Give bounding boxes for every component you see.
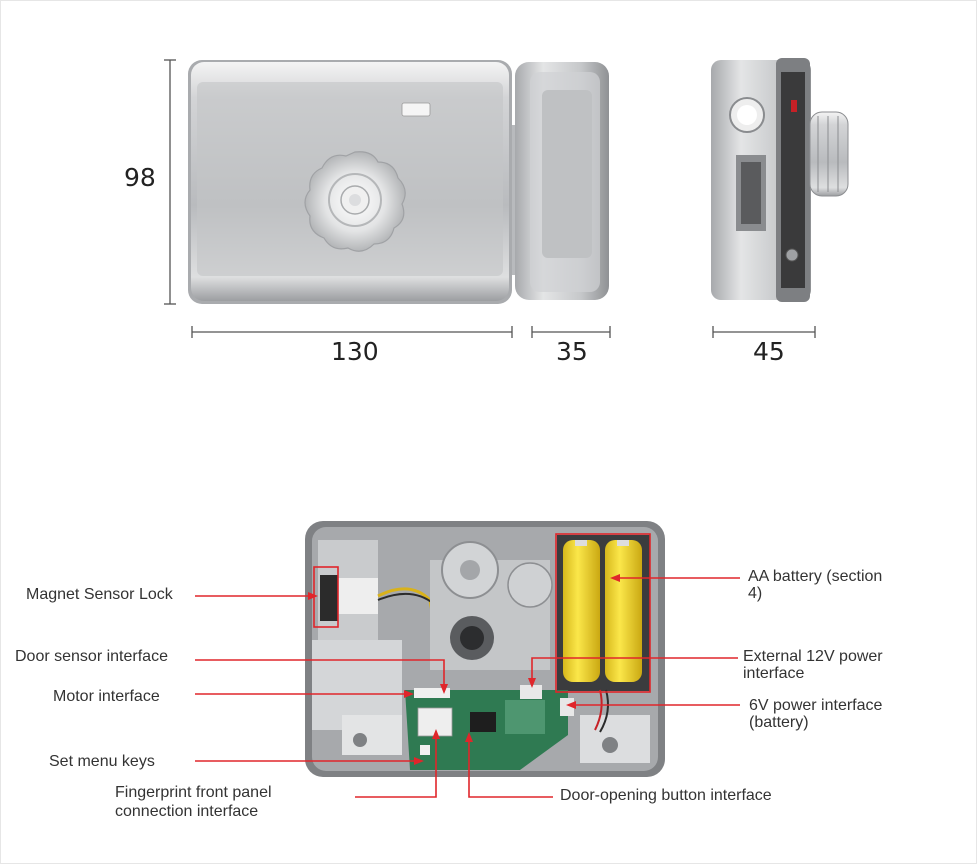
lock-front-view [188,60,512,304]
front-width-dimension-label: 130 [331,337,379,366]
power-6v-label-line2: (battery) [749,714,809,731]
fingerprint-panel-label: Fingerprint front panel connection inter… [115,784,272,820]
set-menu-keys-label: Set menu keys [49,753,155,770]
door-sensor-interface-label: Door sensor interface [15,648,168,665]
knob-icon [304,151,406,252]
external-power-label: External 12V power interface [743,648,883,682]
power-6v-label: 6V power interface (battery) [749,697,882,731]
lock-body-view [512,62,609,300]
height-dimension-label: 98 [124,163,156,192]
body-depth-dimension-label: 35 [556,337,588,366]
motor-interface-label: Motor interface [53,688,160,705]
fingerprint-panel-label-line2: connection interface [115,803,259,820]
control-board [405,685,574,770]
aa-battery-label: AA battery (section 4) [748,568,882,602]
fingerprint-panel-label-line1: Fingerprint front panel [115,784,272,801]
battery-pack [557,535,650,733]
door-opening-button-label: Door-opening button interface [560,787,772,804]
side-width-dimension-label: 45 [753,337,785,366]
power-6v-label-line1: 6V power interface [749,697,883,714]
magnet-sensor-lock-label: Magnet Sensor Lock [26,586,173,603]
aa-battery-label-line1: AA battery (section [748,568,883,585]
external-power-label-line1: External 12V power [743,648,883,665]
lock-internal-view [305,521,665,777]
external-power-label-line2: interface [743,665,805,682]
callout-lines [195,574,740,798]
aa-battery-label-line2: 4) [748,585,763,602]
lock-side-view [711,58,849,302]
dimension-lines [164,59,816,338]
